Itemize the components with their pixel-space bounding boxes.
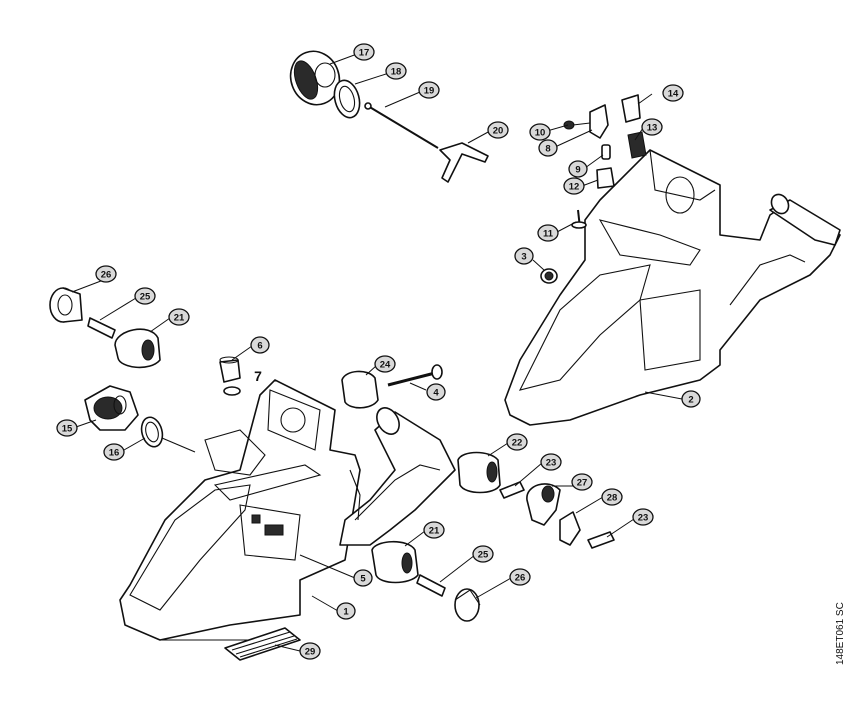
callout-26-right: 26 [509,568,531,586]
part-number: 8 [545,144,550,155]
callout-29: 29 [299,642,321,660]
filter-and-bolt [341,364,443,409]
part-number: 25 [140,292,151,303]
callout-4: 4 [426,383,446,401]
callout-24: 24 [374,355,396,373]
callout-23-upper: 23 [540,453,562,471]
throttle-rod [364,102,439,149]
starter-assembly [84,385,196,453]
callout-23-lower: 23 [632,508,654,526]
right-lower-parts [371,540,481,622]
rope-rotor [289,50,341,106]
callout-5: 5 [353,569,373,587]
callout-13: 13 [641,118,663,136]
callout-28: 28 [601,488,623,506]
part-number: 21 [429,526,440,537]
part-number: 2 [688,395,693,406]
part-number: 1 [343,607,349,618]
callout-16: 16 [103,443,125,461]
part-number: 22 [512,438,523,449]
part-number: 24 [380,360,391,371]
part-number: 17 [359,48,370,59]
right-front-parts [457,451,615,549]
callout-7: 7 [254,368,262,384]
part-number: 11 [543,229,554,240]
left-small-parts [49,287,161,369]
callout-26-left: 26 [95,265,117,283]
washer-ring [333,79,361,119]
intake-fitting [219,356,241,396]
part-number: 27 [577,478,588,489]
part-number: 25 [478,550,489,561]
part-number: 13 [647,123,658,134]
callout-19: 19 [418,81,440,99]
callout-14: 14 [662,84,684,102]
leader-lines [71,53,683,652]
callout-2: 2 [681,390,701,408]
crankcase-housing-rear [504,149,841,426]
cap [621,94,641,123]
callout-1: 1 [336,602,356,620]
callout-3: 3 [514,247,534,265]
part-number: 15 [62,424,73,435]
part-number: 29 [305,647,316,658]
callout-15: 15 [56,419,78,437]
callout-9: 9 [568,160,588,178]
callout-27: 27 [571,473,593,491]
callout-8: 8 [538,139,558,157]
part-number: 5 [360,574,366,585]
part-number: 23 [638,513,649,524]
part-number: 19 [424,86,435,97]
control-lever [439,142,489,183]
callout-22: 22 [506,433,528,451]
part-number: 6 [257,341,262,352]
callout-20: 20 [487,121,509,139]
part-number: 12 [569,182,580,193]
part-number: 26 [515,573,526,584]
callout-11: 11 [537,224,559,242]
floor-plate [224,627,301,661]
part-number: 9 [575,165,580,176]
rear-handle-front [339,407,456,546]
part-number: 21 [174,313,185,324]
small-top-parts [540,94,647,284]
part-number: 10 [535,128,546,139]
callout-25-left: 25 [134,287,156,305]
callout-21-left: 21 [168,308,190,326]
holder [589,104,609,139]
callout-21-right: 21 [423,521,445,539]
part-number: 4 [433,388,439,399]
part-number: 26 [101,270,112,281]
callout-12: 12 [563,177,585,195]
part-number: 28 [607,493,618,504]
callout-17: 17 [353,43,375,61]
part-number: 20 [493,126,504,137]
callout-18: 18 [385,62,407,80]
callout-6: 6 [250,336,270,354]
callout-25-right: 25 [472,545,494,563]
part-number: 18 [391,67,402,78]
diagram-code: 148ET061 SC [835,602,846,665]
part-number: 7 [254,368,262,384]
part-number: 16 [109,448,120,459]
part-number: 3 [521,252,526,263]
part-number: 14 [668,89,679,100]
part-number: 23 [546,458,557,469]
callout-10: 10 [529,123,551,141]
